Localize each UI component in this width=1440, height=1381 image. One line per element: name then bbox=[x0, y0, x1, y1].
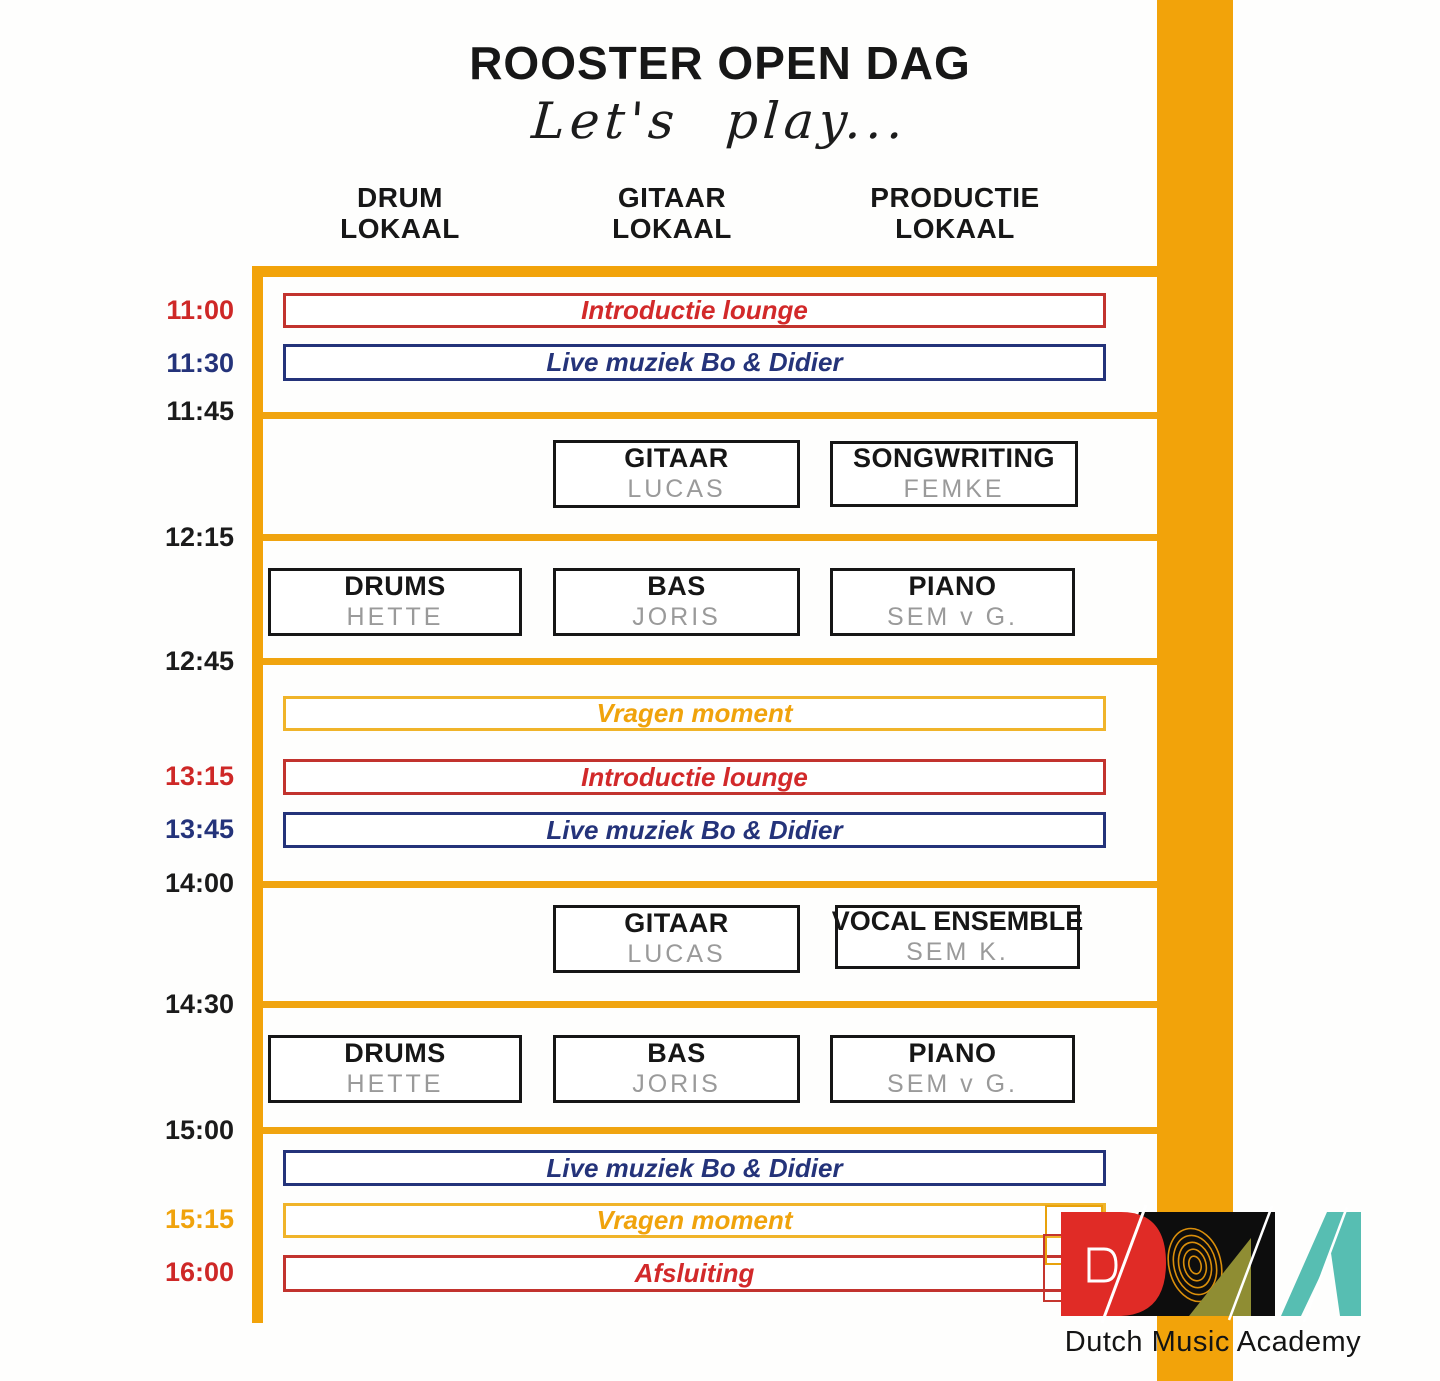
lesson-title: BAS bbox=[647, 1038, 706, 1068]
column-header-line2: LOKAAL bbox=[340, 213, 460, 244]
column-header-gitaar: GITAAR LOKAAL bbox=[517, 182, 827, 244]
lesson-person: LUCAS bbox=[627, 475, 726, 503]
lesson-person: SEM K. bbox=[906, 938, 1009, 966]
lesson-piano-2: PIANO SEM v G. bbox=[830, 1035, 1075, 1103]
lesson-title: PIANO bbox=[908, 571, 997, 601]
lesson-title: BAS bbox=[647, 571, 706, 601]
lesson-person: JORIS bbox=[632, 603, 721, 631]
lesson-person: HETTE bbox=[346, 603, 444, 631]
event-vragen-moment-1: Vragen moment bbox=[283, 696, 1106, 731]
time-label-1400: 14:00 bbox=[164, 868, 234, 898]
time-label-1315: 13:15 bbox=[164, 761, 234, 791]
event-introductie-lounge-2: Introductie lounge bbox=[283, 759, 1106, 795]
event-live-muziek-3: Live muziek Bo & Didier bbox=[283, 1150, 1106, 1186]
event-live-muziek-1: Live muziek Bo & Didier bbox=[283, 344, 1106, 381]
lesson-gitaar-2: GITAAR LUCAS bbox=[553, 905, 800, 973]
lesson-title: SONGWRITING bbox=[853, 443, 1055, 473]
lesson-songwriting: SONGWRITING FEMKE bbox=[830, 441, 1078, 507]
divider-1430 bbox=[263, 1001, 1157, 1008]
time-label-1215: 12:15 bbox=[164, 522, 234, 552]
divider-1215 bbox=[263, 534, 1157, 541]
logo-wordmark: Dutch Music Academy bbox=[1064, 1326, 1362, 1358]
divider-1145 bbox=[263, 412, 1157, 419]
event-vragen-moment-2: Vragen moment bbox=[283, 1203, 1106, 1238]
column-header-line1: DRUM bbox=[357, 182, 443, 213]
column-header-productie: PRODUCTIE LOKAAL bbox=[800, 182, 1110, 244]
time-label-1500: 15:00 bbox=[164, 1115, 234, 1145]
event-introductie-lounge-1: Introductie lounge bbox=[283, 293, 1106, 328]
column-header-line2: LOKAAL bbox=[895, 213, 1015, 244]
time-label-1345: 13:45 bbox=[164, 814, 234, 844]
column-header-line1: GITAAR bbox=[617, 182, 727, 213]
time-label-1100: 11:00 bbox=[166, 295, 234, 325]
lesson-person: LUCAS bbox=[627, 940, 726, 968]
time-label-1245: 12:45 bbox=[164, 646, 234, 676]
lesson-person: HETTE bbox=[346, 1070, 444, 1098]
lesson-person: SEM v G. bbox=[887, 1070, 1018, 1098]
time-label-1145: 11:45 bbox=[166, 396, 234, 426]
dma-logo-icon bbox=[1043, 1204, 1361, 1324]
frame-left-bar bbox=[252, 266, 263, 1323]
lesson-title: DRUMS bbox=[344, 571, 446, 601]
lesson-drums-2: DRUMS HETTE bbox=[268, 1035, 522, 1103]
lesson-title: DRUMS bbox=[344, 1038, 446, 1068]
divider-1245 bbox=[263, 658, 1157, 665]
lesson-person: SEM v G. bbox=[887, 603, 1018, 631]
lesson-title: GITAAR bbox=[624, 908, 729, 938]
lesson-bas-2: BAS JORIS bbox=[553, 1035, 800, 1103]
lesson-bas-1: BAS JORIS bbox=[553, 568, 800, 636]
column-header-drum: DRUM LOKAAL bbox=[245, 182, 555, 244]
event-afsluiting: Afsluiting bbox=[283, 1255, 1106, 1292]
event-live-muziek-2: Live muziek Bo & Didier bbox=[283, 812, 1106, 848]
lesson-vocal-ensemble: VOCAL ENSEMBLE SEM K. bbox=[832, 905, 1083, 969]
lesson-person: JORIS bbox=[632, 1070, 721, 1098]
lesson-person: FEMKE bbox=[903, 475, 1005, 503]
time-label-1600: 16:00 bbox=[164, 1257, 234, 1287]
page-subtitle: Let's play... bbox=[529, 92, 911, 150]
right-orange-band bbox=[1157, 0, 1233, 1381]
lesson-drums-1: DRUMS HETTE bbox=[268, 568, 522, 636]
lesson-title: PIANO bbox=[908, 1038, 997, 1068]
lesson-piano-1: PIANO SEM v G. bbox=[830, 568, 1075, 636]
column-header-line2: LOKAAL bbox=[612, 213, 732, 244]
divider-1500 bbox=[263, 1127, 1157, 1134]
lesson-gitaar-1: GITAAR LUCAS bbox=[553, 440, 800, 508]
time-label-1515: 15:15 bbox=[164, 1204, 234, 1234]
frame-top-bar bbox=[252, 266, 1157, 277]
column-header-line1: PRODUCTIE bbox=[870, 182, 1040, 213]
divider-1400 bbox=[263, 881, 1157, 888]
lesson-title: GITAAR bbox=[624, 443, 729, 473]
time-label-1430: 14:30 bbox=[164, 989, 234, 1019]
time-label-1130: 11:30 bbox=[166, 348, 234, 378]
lesson-title: VOCAL ENSEMBLE bbox=[831, 906, 1084, 936]
page-title: ROOSTER OPEN DAG bbox=[469, 37, 971, 89]
